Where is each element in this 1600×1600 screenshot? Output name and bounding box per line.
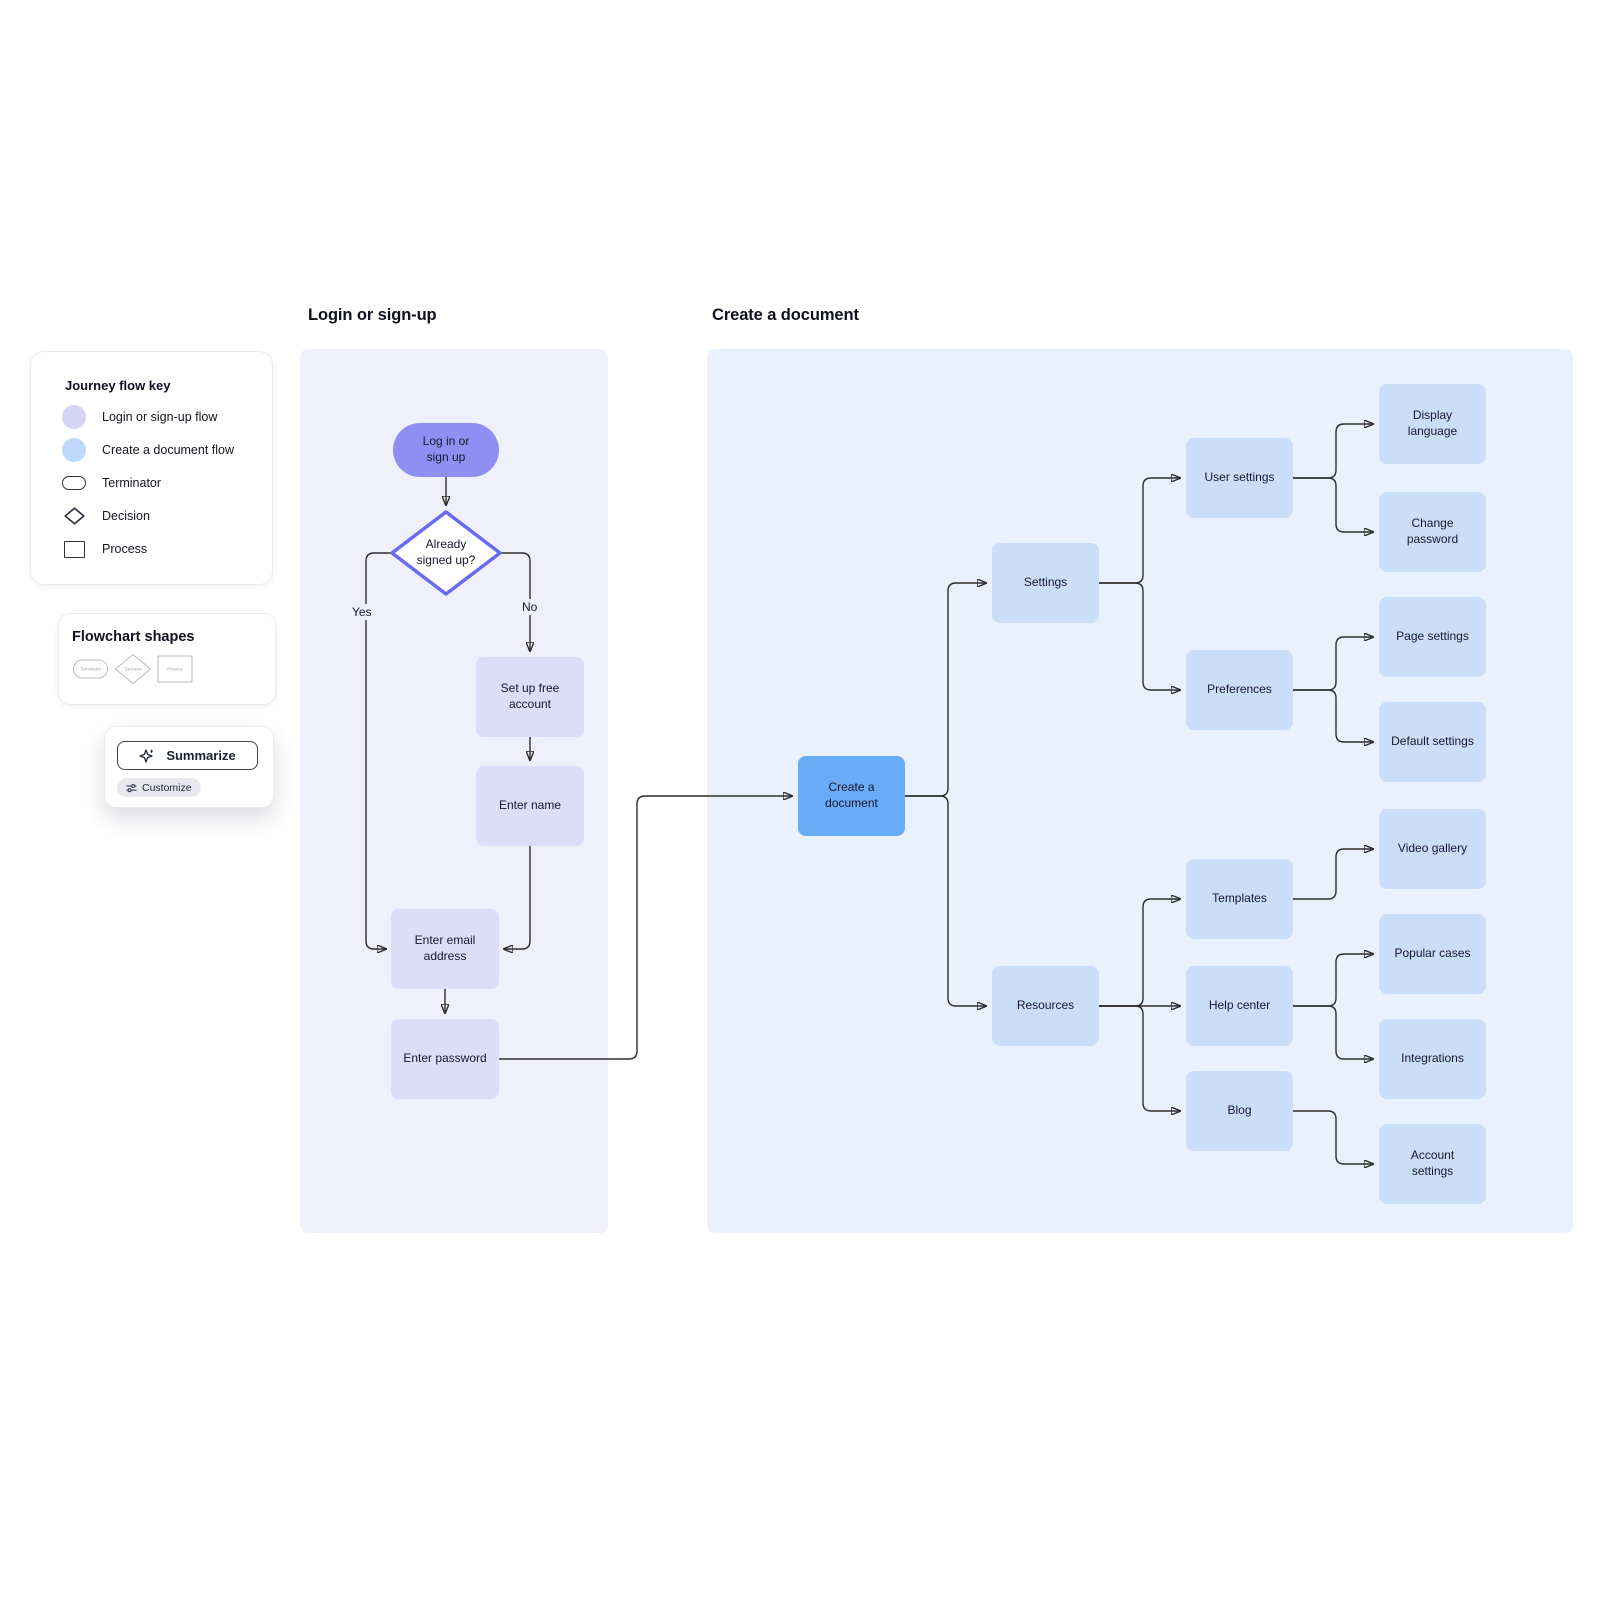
legend-item-terminator: Terminator — [62, 471, 272, 495]
node-label: Preferences — [1207, 682, 1272, 697]
node-label: Video gallery — [1397, 841, 1468, 856]
node-label: Blog — [1227, 1103, 1252, 1118]
sliders-icon — [126, 783, 137, 792]
node-label: Set up free account — [500, 681, 560, 711]
node-user-settings[interactable]: User settings — [1186, 438, 1293, 518]
node-settings[interactable]: Settings — [992, 543, 1099, 623]
journey-flow-key-card: Journey flow key Login or sign-up flow C… — [30, 351, 273, 585]
customize-label: Customize — [142, 781, 192, 794]
node-label: Default settings — [1391, 734, 1474, 749]
legend-item-document-flow: Create a document flow — [62, 438, 272, 462]
node-set-up-free-account[interactable]: Set up free account — [476, 657, 584, 737]
process-shape-icon — [63, 540, 85, 558]
node-label: Integrations — [1401, 1051, 1464, 1066]
node-account-settings[interactable]: Account settings — [1379, 1124, 1486, 1204]
node-default-settings[interactable]: Default settings — [1379, 702, 1486, 782]
ai-assist-card: Summarize Customize — [104, 726, 274, 808]
legend-title: Journey flow key — [65, 378, 171, 393]
sparkle-icon — [139, 748, 154, 763]
shape-template-label: Decision — [125, 667, 142, 672]
node-create-a-document[interactable]: Create a document — [798, 756, 905, 836]
node-label: Resources — [1016, 998, 1075, 1013]
node-label: Already signed up? — [416, 537, 476, 567]
legend-item-label: Login or sign-up flow — [102, 410, 218, 424]
node-help-center[interactable]: Help center — [1186, 966, 1293, 1046]
legend-item-process: Process — [62, 537, 272, 561]
node-change-password[interactable]: Change password — [1379, 492, 1486, 572]
node-label: Account settings — [1410, 1148, 1455, 1178]
node-label: Create a document — [825, 780, 878, 810]
login-flow-swatch — [62, 405, 86, 429]
shape-template-label: Terminator — [80, 667, 101, 672]
node-label: Display language — [1407, 408, 1458, 438]
legend-item-label: Terminator — [102, 476, 162, 490]
edge-label-yes: Yes — [349, 604, 375, 620]
flowchart-shapes-card: Flowchart shapes Terminator Decision Pro… — [58, 613, 276, 705]
shape-template-process[interactable]: Process — [156, 654, 194, 684]
customize-button[interactable]: Customize — [117, 778, 201, 797]
node-enter-password[interactable]: Enter password — [391, 1019, 499, 1099]
section-title-document-flow: Create a document — [712, 306, 859, 324]
node-page-settings[interactable]: Page settings — [1379, 597, 1486, 677]
flowchart-shapes-title: Flowchart shapes — [72, 629, 195, 645]
node-enter-email-address[interactable]: Enter email address — [391, 909, 499, 989]
node-display-language[interactable]: Display language — [1379, 384, 1486, 464]
node-label: Templates — [1212, 891, 1267, 906]
node-label: Help center — [1208, 998, 1271, 1013]
summarize-label: Summarize — [166, 748, 236, 763]
decision-shape-icon — [63, 507, 85, 525]
node-label: Enter email address — [414, 933, 476, 963]
node-preferences[interactable]: Preferences — [1186, 650, 1293, 730]
legend-item-label: Create a document flow — [102, 443, 235, 457]
node-enter-name[interactable]: Enter name — [476, 766, 584, 846]
terminator-shape-icon — [62, 476, 86, 490]
legend-item-login-flow: Login or sign-up flow — [62, 405, 272, 429]
node-popular-cases[interactable]: Popular cases — [1379, 914, 1486, 994]
node-label: Enter password — [403, 1051, 487, 1066]
node-integrations[interactable]: Integrations — [1379, 1019, 1486, 1099]
section-title-login-flow: Login or sign-up — [308, 306, 437, 324]
node-already-signed-up-decision[interactable]: Already signed up? — [388, 508, 504, 598]
legend-item-decision: Decision — [62, 504, 272, 528]
node-resources[interactable]: Resources — [992, 966, 1099, 1046]
shape-template-terminator[interactable]: Terminator — [72, 658, 110, 680]
edge-label-no: No — [519, 599, 541, 615]
node-label: Popular cases — [1394, 946, 1471, 961]
document-flow-swatch — [62, 438, 86, 462]
node-label: Page settings — [1396, 629, 1469, 644]
summarize-button[interactable]: Summarize — [117, 741, 258, 770]
legend-item-label: Process — [102, 542, 148, 556]
node-video-gallery[interactable]: Video gallery — [1379, 809, 1486, 889]
node-label: Enter name — [498, 798, 562, 813]
node-label: User settings — [1204, 470, 1275, 485]
shape-template-label: Process — [167, 667, 184, 672]
node-login-start-terminator[interactable]: Log in or sign up — [393, 423, 499, 477]
decision-diamond-shape — [390, 510, 502, 596]
node-label: Change password — [1406, 516, 1459, 546]
shape-template-decision[interactable]: Decision — [114, 653, 152, 685]
node-label: Settings — [1023, 575, 1068, 590]
node-templates[interactable]: Templates — [1186, 859, 1293, 939]
node-blog[interactable]: Blog — [1186, 1071, 1293, 1151]
legend-item-label: Decision — [102, 509, 150, 523]
node-label: Log in or sign up — [422, 434, 470, 464]
